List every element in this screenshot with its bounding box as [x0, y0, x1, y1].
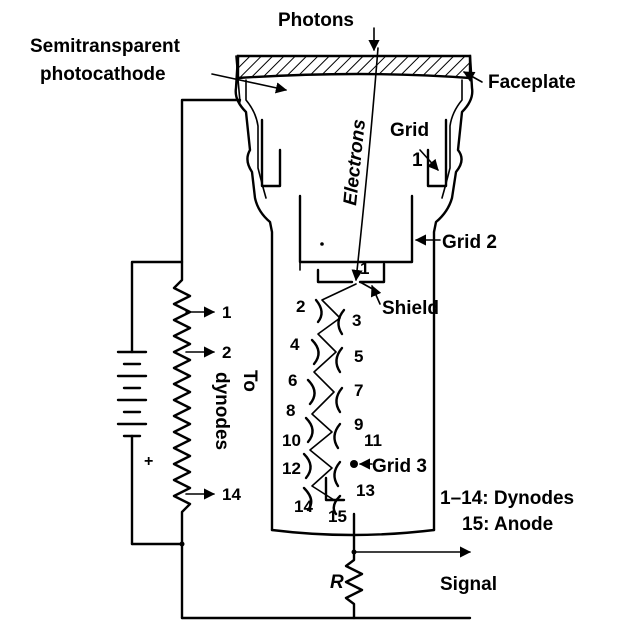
label-faceplate: Faceplate	[488, 72, 576, 93]
label-photons: Photons	[278, 10, 354, 31]
envelope-bottom	[270, 528, 436, 537]
grid-2	[298, 194, 414, 271]
label-to: To	[239, 370, 260, 392]
dynode-label-7: 7	[354, 381, 363, 400]
label-photocathode-line2: photocathode	[40, 64, 166, 85]
envelope-left-inner	[245, 79, 267, 199]
label-battery-plus: +	[144, 453, 153, 470]
envelope-left-wall	[234, 54, 274, 532]
legend-anode: 15: Anode	[462, 514, 553, 535]
label-grid-1-number: 1	[412, 150, 423, 171]
voltage-divider	[172, 260, 192, 546]
faceplate-glass	[236, 54, 472, 80]
grid-3-dot	[350, 460, 358, 468]
dynode-label-14: 14	[294, 497, 313, 516]
label-leaders	[211, 27, 483, 470]
dynode-label-11: 11	[364, 431, 382, 450]
label-resistor: R	[330, 572, 344, 593]
dynode-label-2: 2	[296, 297, 305, 316]
envelope-right-inner	[441, 79, 463, 199]
label-grid-3: Grid 3	[372, 456, 427, 477]
label-tap-14: 14	[222, 485, 241, 504]
external-circuit	[116, 98, 472, 620]
shield	[316, 262, 386, 293]
label-signal: Signal	[440, 574, 497, 595]
dynode-label-6: 6	[288, 371, 297, 390]
anode	[324, 476, 346, 502]
dynode-label-8: 8	[286, 401, 295, 420]
dynode-label-5: 5	[354, 347, 363, 366]
label-photocathode-line1: Semitransparent	[30, 36, 181, 57]
label-grid-1-word: Grid	[390, 120, 429, 141]
label-shield: Shield	[382, 298, 439, 319]
dynode-label-13: 13	[356, 481, 375, 500]
label-tap-2: 2	[222, 343, 231, 362]
dynode-label-1: 1	[360, 259, 369, 278]
tube-envelope	[234, 54, 474, 537]
dynode-label-10: 10	[282, 431, 301, 450]
dynode-label-9: 9	[354, 415, 363, 434]
load-resistor	[344, 550, 364, 620]
electron-trajectory	[351, 47, 379, 282]
label-dynodes-vertical: dynodes	[211, 372, 232, 450]
label-tap-1: 1	[222, 303, 231, 322]
battery	[116, 350, 148, 546]
dynode-label-4: 4	[290, 335, 300, 354]
dynode-label-12: 12	[282, 459, 301, 478]
label-grid-2: Grid 2	[442, 232, 497, 253]
legend-dynodes: 1–14: Dynodes	[440, 488, 574, 509]
dynode-chain	[302, 283, 358, 516]
dynode-label-3: 3	[352, 311, 361, 330]
dynode-label-15: 15	[328, 507, 347, 526]
envelope-right-wall	[432, 54, 474, 532]
